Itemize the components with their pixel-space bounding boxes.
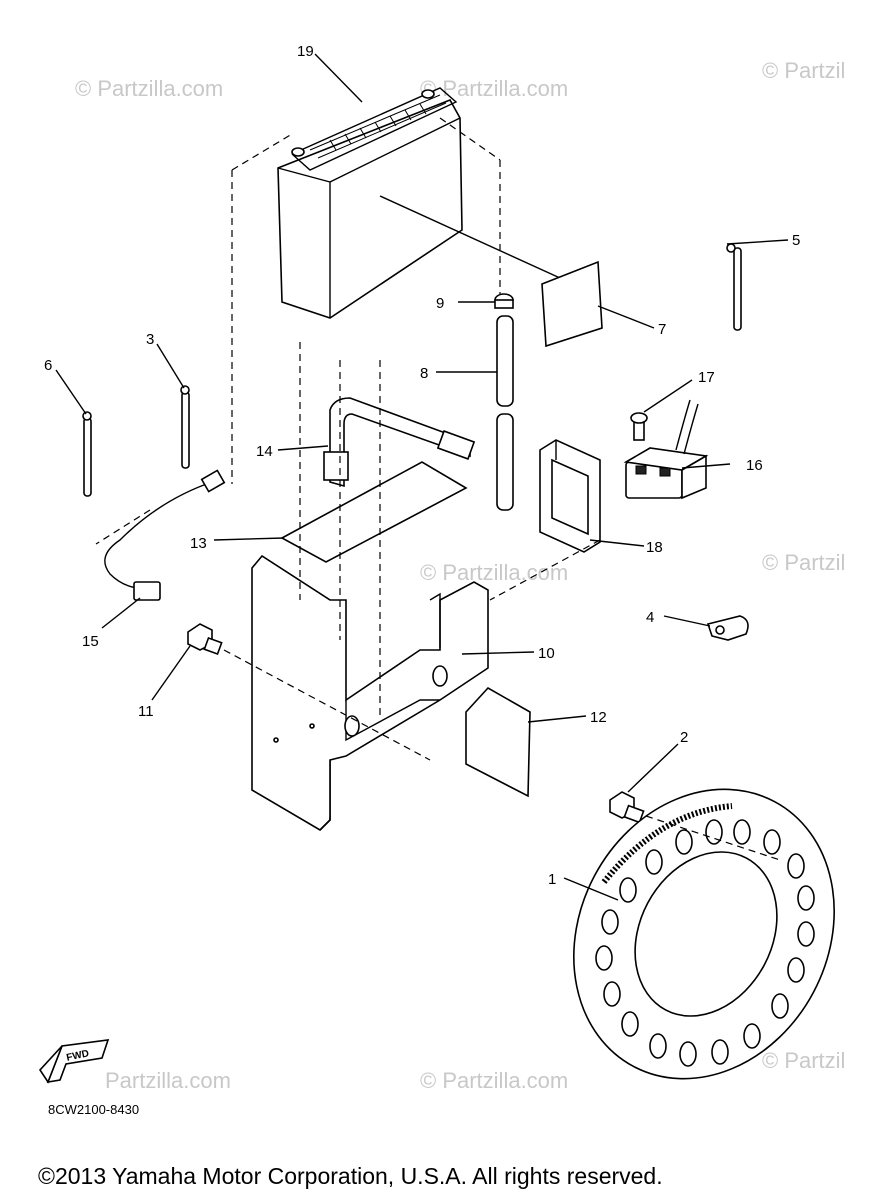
callout-4[interactable]: 4 <box>646 609 654 626</box>
clamp-part[interactable] <box>706 615 749 641</box>
callout-18[interactable]: 18 <box>646 539 663 556</box>
diagram-code: 8CW2100-8430 <box>48 1102 139 1117</box>
fwd-label: FWD <box>65 1048 90 1063</box>
watermark: © Partzilla.com <box>420 1068 568 1093</box>
watermarks: © Partzilla.com © Partzilla.com © Partzi… <box>75 58 845 1093</box>
callout-3[interactable]: 3 <box>146 331 154 348</box>
breather-hose-part[interactable] <box>496 315 514 511</box>
callout-12[interactable]: 12 <box>590 709 607 726</box>
fwd-arrow-icon: FWD <box>38 1039 110 1084</box>
callout-2[interactable]: 2 <box>680 729 688 746</box>
callout-10[interactable]: 10 <box>538 645 555 662</box>
watermark: © Partzilla.com <box>420 560 568 585</box>
callouts: 19 5 7 9 8 3 6 17 14 16 13 18 15 4 10 11… <box>44 43 800 888</box>
leader-lines <box>55 53 789 901</box>
screw-part[interactable] <box>630 412 648 441</box>
lead-wire-part[interactable] <box>104 469 226 601</box>
bolt-part[interactable] <box>187 623 223 656</box>
assembly-lines <box>95 117 781 861</box>
starter-ring-part[interactable] <box>524 743 871 1124</box>
callout-19[interactable]: 19 <box>297 43 314 60</box>
cable-tie-part[interactable] <box>82 411 92 497</box>
cap-body <box>494 299 514 309</box>
relay-cover-part[interactable] <box>539 439 601 553</box>
callout-1[interactable]: 1 <box>548 871 556 888</box>
callout-8[interactable]: 8 <box>420 365 428 382</box>
watermark: © Partzilla.com <box>420 76 568 101</box>
callout-6[interactable]: 6 <box>44 357 52 374</box>
copyright-notice: ©2013 Yamaha Motor Corporation, U.S.A. A… <box>38 1163 663 1189</box>
watermark: © Partzil <box>762 550 845 575</box>
callout-16[interactable]: 16 <box>746 457 763 474</box>
callout-9[interactable]: 9 <box>436 295 444 312</box>
callout-13[interactable]: 13 <box>190 535 207 552</box>
bolt-part[interactable] <box>609 791 645 824</box>
watermark: © Partzil <box>762 58 845 83</box>
band-clip-part[interactable] <box>726 243 742 331</box>
starter-relay-part[interactable] <box>623 399 709 500</box>
plate-part[interactable] <box>465 686 531 798</box>
watermark: Partzilla.com <box>105 1068 231 1093</box>
callout-7[interactable]: 7 <box>658 321 666 338</box>
callout-11[interactable]: 11 <box>138 703 154 720</box>
callout-14[interactable]: 14 <box>256 443 273 460</box>
callout-15[interactable]: 15 <box>82 633 99 650</box>
ring-teeth <box>601 803 733 884</box>
battery-band-part[interactable] <box>323 397 476 488</box>
watermark: © Partzilla.com <box>75 76 223 101</box>
callout-17[interactable]: 17 <box>698 369 715 386</box>
battery-case-part[interactable] <box>251 554 489 832</box>
cable-tie-part[interactable] <box>180 385 190 469</box>
watermark: © Partzil <box>762 1048 845 1073</box>
pad-part[interactable] <box>541 260 603 348</box>
rubber-sheet-part[interactable] <box>280 461 468 563</box>
battery-part[interactable] <box>277 87 561 319</box>
callout-5[interactable]: 5 <box>792 232 800 249</box>
